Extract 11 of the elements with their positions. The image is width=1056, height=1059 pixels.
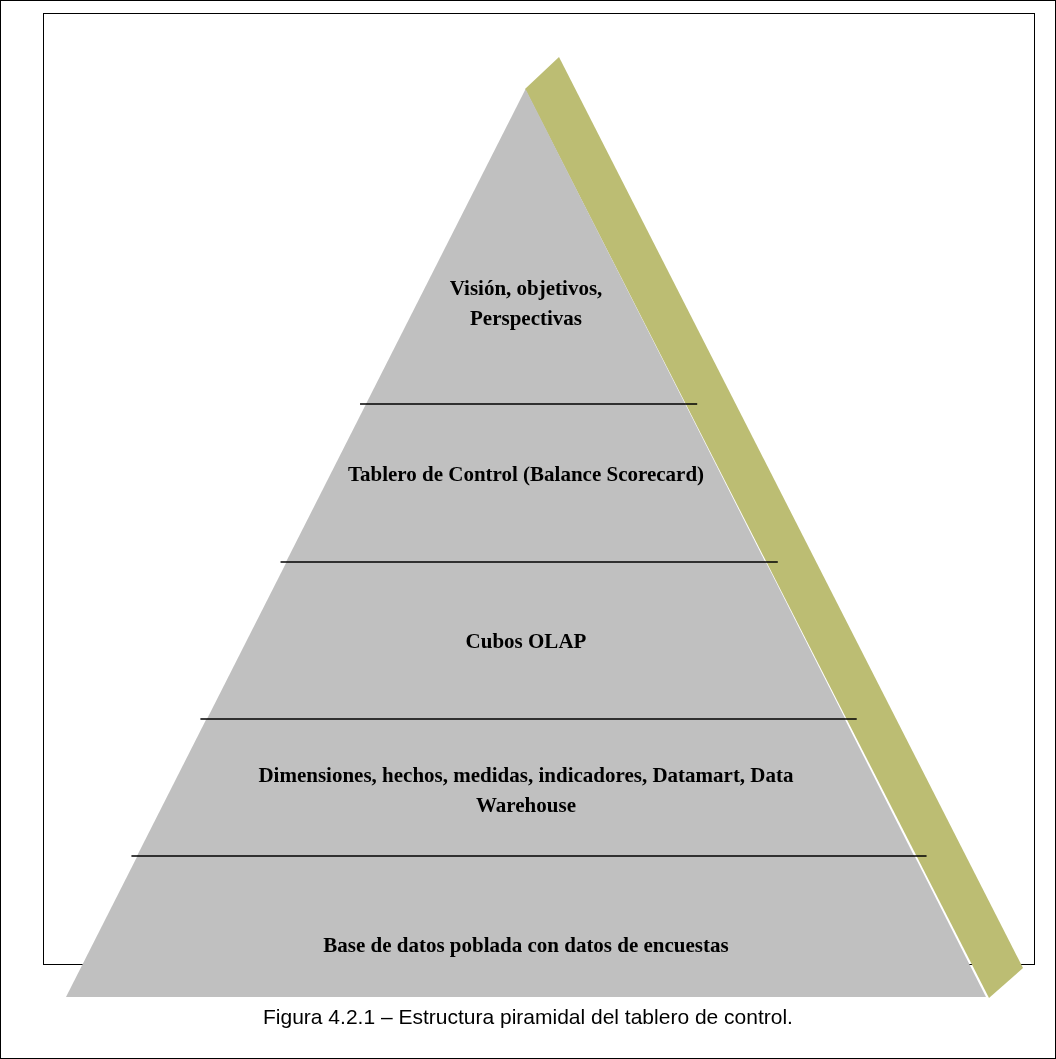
- pyramid-level: [137, 719, 915, 856]
- pyramid-level: [286, 404, 766, 562]
- level-label: Tablero de Control (Balance Scorecard): [346, 460, 706, 488]
- level-label: Base de datos poblada con datos de encuestas: [322, 931, 730, 959]
- level-label: Dimensiones, hechos, medidas, indicadores, Datamart, Data Warehouse: [257, 762, 795, 820]
- figure-caption: Figura 4.2.1 – Estructura piramidal del tablero de control.: [263, 1005, 793, 1029]
- pyramid-level: [366, 89, 686, 404]
- pyramid-level: [206, 562, 846, 719]
- level-label: Visión, objetivos, Perspectivas: [448, 275, 604, 333]
- level-label: Cubos OLAP: [464, 627, 588, 655]
- pyramid-level: [66, 856, 986, 997]
